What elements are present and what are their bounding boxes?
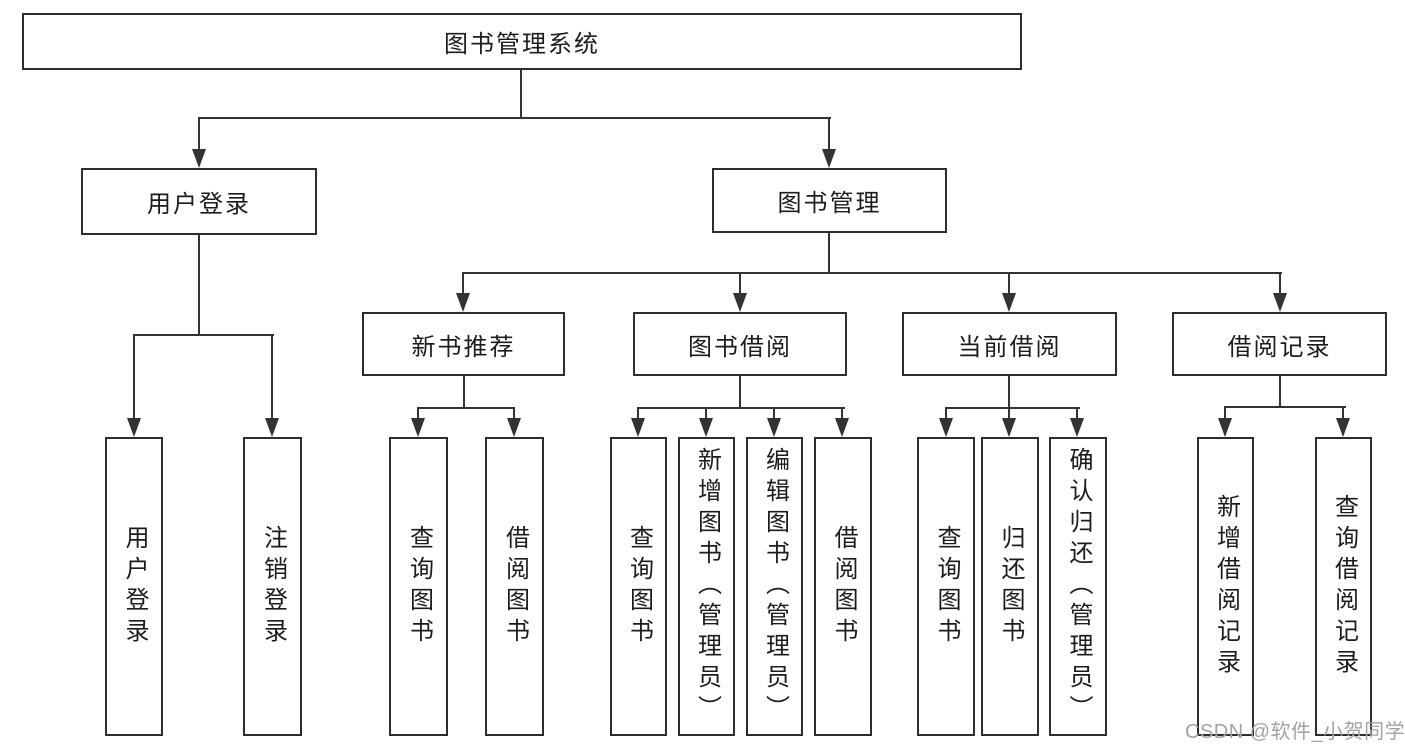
leaf-borrow-query-books-label: 查询图书: [625, 524, 653, 649]
leaf-borrow-borrow-books-label: 借阅图书: [829, 524, 857, 649]
leaf-current-return-books: 归还图书: [981, 437, 1039, 736]
node-library-system: 图书管理系统: [22, 13, 1022, 70]
arrowhead-leaf-userlogin: [127, 418, 141, 437]
leaf-user-login: 用户登录: [105, 437, 163, 736]
arrowhead-borrowing-c4: [835, 418, 849, 437]
arrowhead-leaf-logout: [265, 418, 279, 437]
node-user-login-label: 用户登录: [147, 191, 251, 218]
connector-level2-horizontal: [198, 117, 831, 119]
arrowhead-borrowing: [733, 293, 747, 312]
node-new-book-recommend-label: 新书推荐: [411, 333, 516, 361]
leaf-logout-label: 注销登录: [259, 524, 287, 649]
connector-newbook-children-horizontal: [417, 407, 515, 409]
connector-borrowing-vertical: [739, 376, 741, 409]
connector-current-vertical: [1008, 376, 1010, 409]
connector-current-children-horizontal: [945, 407, 1080, 409]
node-library-system-label: 图书管理系统: [444, 31, 600, 58]
leaf-newbook-query-books-label: 查询图书: [405, 524, 433, 649]
connector-current-drop: [1008, 272, 1010, 296]
arrowhead-current: [1002, 293, 1016, 312]
arrowhead-userlogin: [192, 149, 206, 168]
connector-borrowing-children-horizontal: [637, 407, 845, 409]
connector-current-c3-drop: [1076, 407, 1078, 421]
node-borrowing-records: 借阅记录: [1172, 312, 1387, 376]
leaf-newbook-borrow-books: 借阅图书: [485, 437, 544, 736]
connector-current-c1-drop: [945, 407, 947, 421]
leaf-records-add-record-label: 新增借阅记录: [1212, 493, 1240, 680]
leaf-current-query-books-label: 查询图书: [932, 524, 960, 649]
connector-records-vertical: [1279, 376, 1281, 408]
connector-newbook-vertical: [463, 376, 465, 409]
connector-borrowing-c2-drop: [705, 407, 707, 421]
connector-userlogin-children-horizontal: [133, 334, 274, 336]
connector-newbook-drop: [462, 272, 464, 296]
connector-bookmgmt-drop: [828, 117, 830, 151]
leaf-newbook-query-books: 查询图书: [389, 437, 448, 736]
connector-root-vertical: [520, 69, 522, 118]
node-borrowing-records-label: 借阅记录: [1227, 333, 1332, 361]
leaf-borrow-borrow-books: 借阅图书: [814, 437, 872, 736]
connector-current-c2-drop: [1008, 407, 1010, 421]
connector-records-c2-drop: [1342, 406, 1344, 421]
connector-newbook-c1-drop: [417, 407, 419, 421]
arrowhead-current-c1: [939, 418, 953, 437]
connector-leaf-userlogin-drop: [133, 334, 135, 420]
node-book-borrowing: 图书借阅: [633, 312, 847, 376]
connector-bookmgmt-vertical: [828, 233, 830, 274]
leaf-borrow-add-books-admin-label: 新增图书（管理员）: [693, 447, 721, 726]
leaf-current-confirm-return-admin-label: 确认归还（管理员）: [1064, 447, 1092, 726]
connector-records-drop: [1279, 272, 1281, 296]
connector-userlogin-drop: [198, 117, 200, 151]
connector-borrowing-c3-drop: [773, 407, 775, 421]
arrowhead-records-c2: [1336, 418, 1350, 437]
leaf-borrow-edit-books-admin-label: 编辑图书（管理员）: [761, 447, 789, 726]
leaf-borrow-edit-books-admin: 编辑图书（管理员）: [746, 437, 803, 736]
csdn-watermark: CSDN @软件_小贺同学: [1185, 721, 1405, 743]
connector-leaf-logout-drop: [271, 334, 273, 420]
connector-borrowing-c1-drop: [637, 407, 639, 421]
leaf-records-add-record: 新增借阅记录: [1197, 437, 1254, 736]
node-book-borrowing-label: 图书借阅: [688, 333, 792, 361]
node-current-borrowing-label: 当前借阅: [957, 333, 1062, 361]
leaf-records-query-record-label: 查询借阅记录: [1330, 493, 1358, 680]
connector-newbook-c2-drop: [513, 407, 515, 421]
node-book-management: 图书管理: [712, 168, 947, 233]
arrowhead-newbook: [456, 293, 470, 312]
arrowhead-newbook-c2: [507, 418, 521, 437]
node-new-book-recommend: 新书推荐: [362, 312, 565, 376]
connector-borrowing-drop: [739, 272, 741, 296]
leaf-borrow-add-books-admin: 新增图书（管理员）: [678, 437, 735, 736]
leaf-records-query-record: 查询借阅记录: [1315, 437, 1372, 736]
arrowhead-current-c2: [1002, 418, 1016, 437]
node-book-management-label: 图书管理: [777, 190, 882, 217]
node-user-login: 用户登录: [81, 168, 317, 235]
leaf-logout: 注销登录: [243, 437, 302, 736]
connector-level3-horizontal: [462, 272, 1282, 274]
arrowhead-current-c3: [1070, 418, 1084, 437]
leaf-current-query-books: 查询图书: [917, 437, 975, 736]
node-current-borrowing: 当前借阅: [902, 312, 1117, 376]
arrowhead-borrowing-c1: [631, 418, 645, 437]
leaf-borrow-query-books: 查询图书: [610, 437, 667, 736]
connector-records-children-horizontal: [1224, 406, 1346, 408]
connector-userlogin-vertical: [198, 235, 200, 336]
arrowhead-borrowing-c3: [767, 418, 781, 437]
connector-records-c1-drop: [1224, 406, 1226, 421]
connector-borrowing-c4-drop: [841, 407, 843, 421]
arrowhead-borrowing-c2: [699, 418, 713, 437]
arrowhead-records: [1273, 293, 1287, 312]
arrowhead-records-c1: [1218, 418, 1232, 437]
arrowhead-bookmgmt: [822, 149, 836, 168]
leaf-current-confirm-return-admin: 确认归还（管理员）: [1049, 437, 1107, 736]
arrowhead-newbook-c1: [411, 418, 425, 437]
leaf-current-return-books-label: 归还图书: [996, 524, 1024, 649]
leaf-newbook-borrow-books-label: 借阅图书: [501, 524, 529, 649]
leaf-user-login-label: 用户登录: [120, 524, 148, 649]
